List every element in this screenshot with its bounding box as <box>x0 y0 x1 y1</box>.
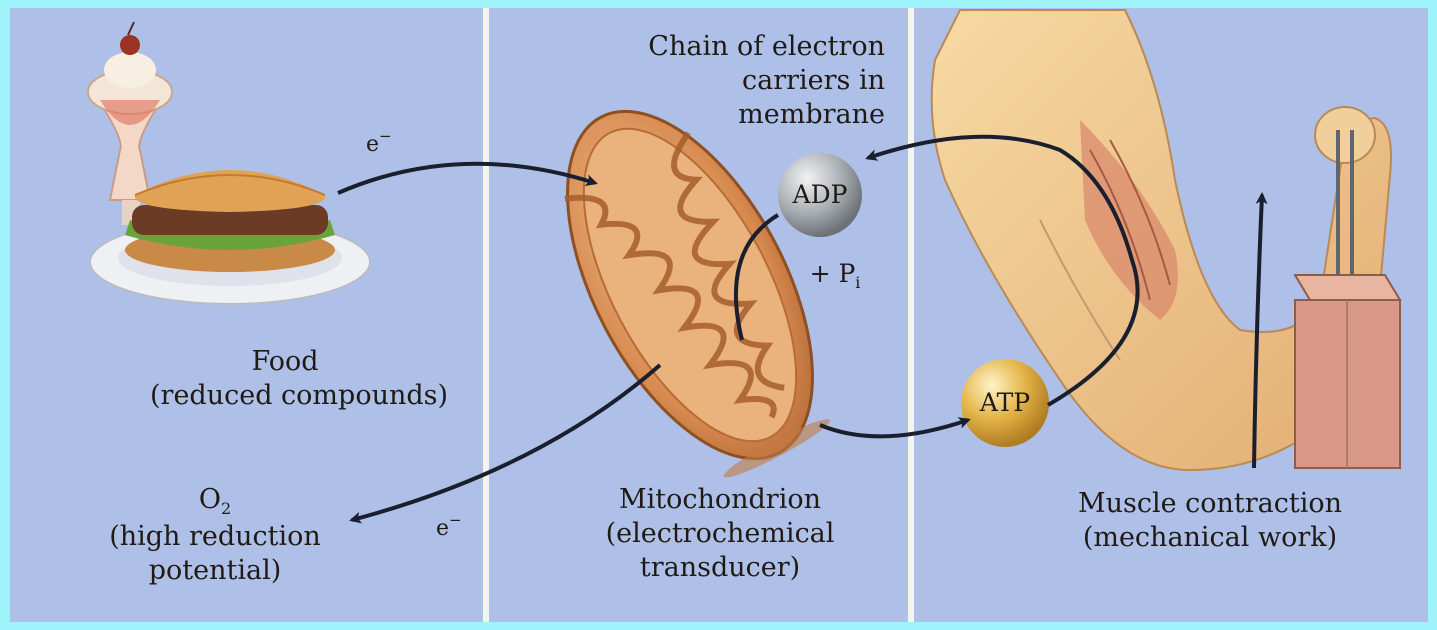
adp-label: ADP <box>778 178 862 212</box>
arrow-food-to-mito <box>338 164 595 193</box>
food-label: Food (reduced compounds) <box>150 345 420 413</box>
pi-label: + Pi <box>780 257 890 294</box>
divider-left <box>483 8 489 622</box>
o2-label: O2 (high reduction potential) <box>50 483 380 588</box>
chain-label: Chain of electron carriers in membrane <box>560 30 885 132</box>
arrow-mito-to-atp <box>820 420 968 436</box>
atp-label: ATP <box>961 386 1049 420</box>
divider-right <box>908 8 914 622</box>
food-illustration <box>88 22 370 304</box>
electron-label-lower: e− <box>436 512 462 547</box>
electron-label-upper: e− <box>366 128 392 163</box>
mitochondrion-label: Mitochondrion (electrochemical transduce… <box>555 483 885 585</box>
muscle-label: Muscle contraction (mechanical work) <box>1035 487 1385 555</box>
